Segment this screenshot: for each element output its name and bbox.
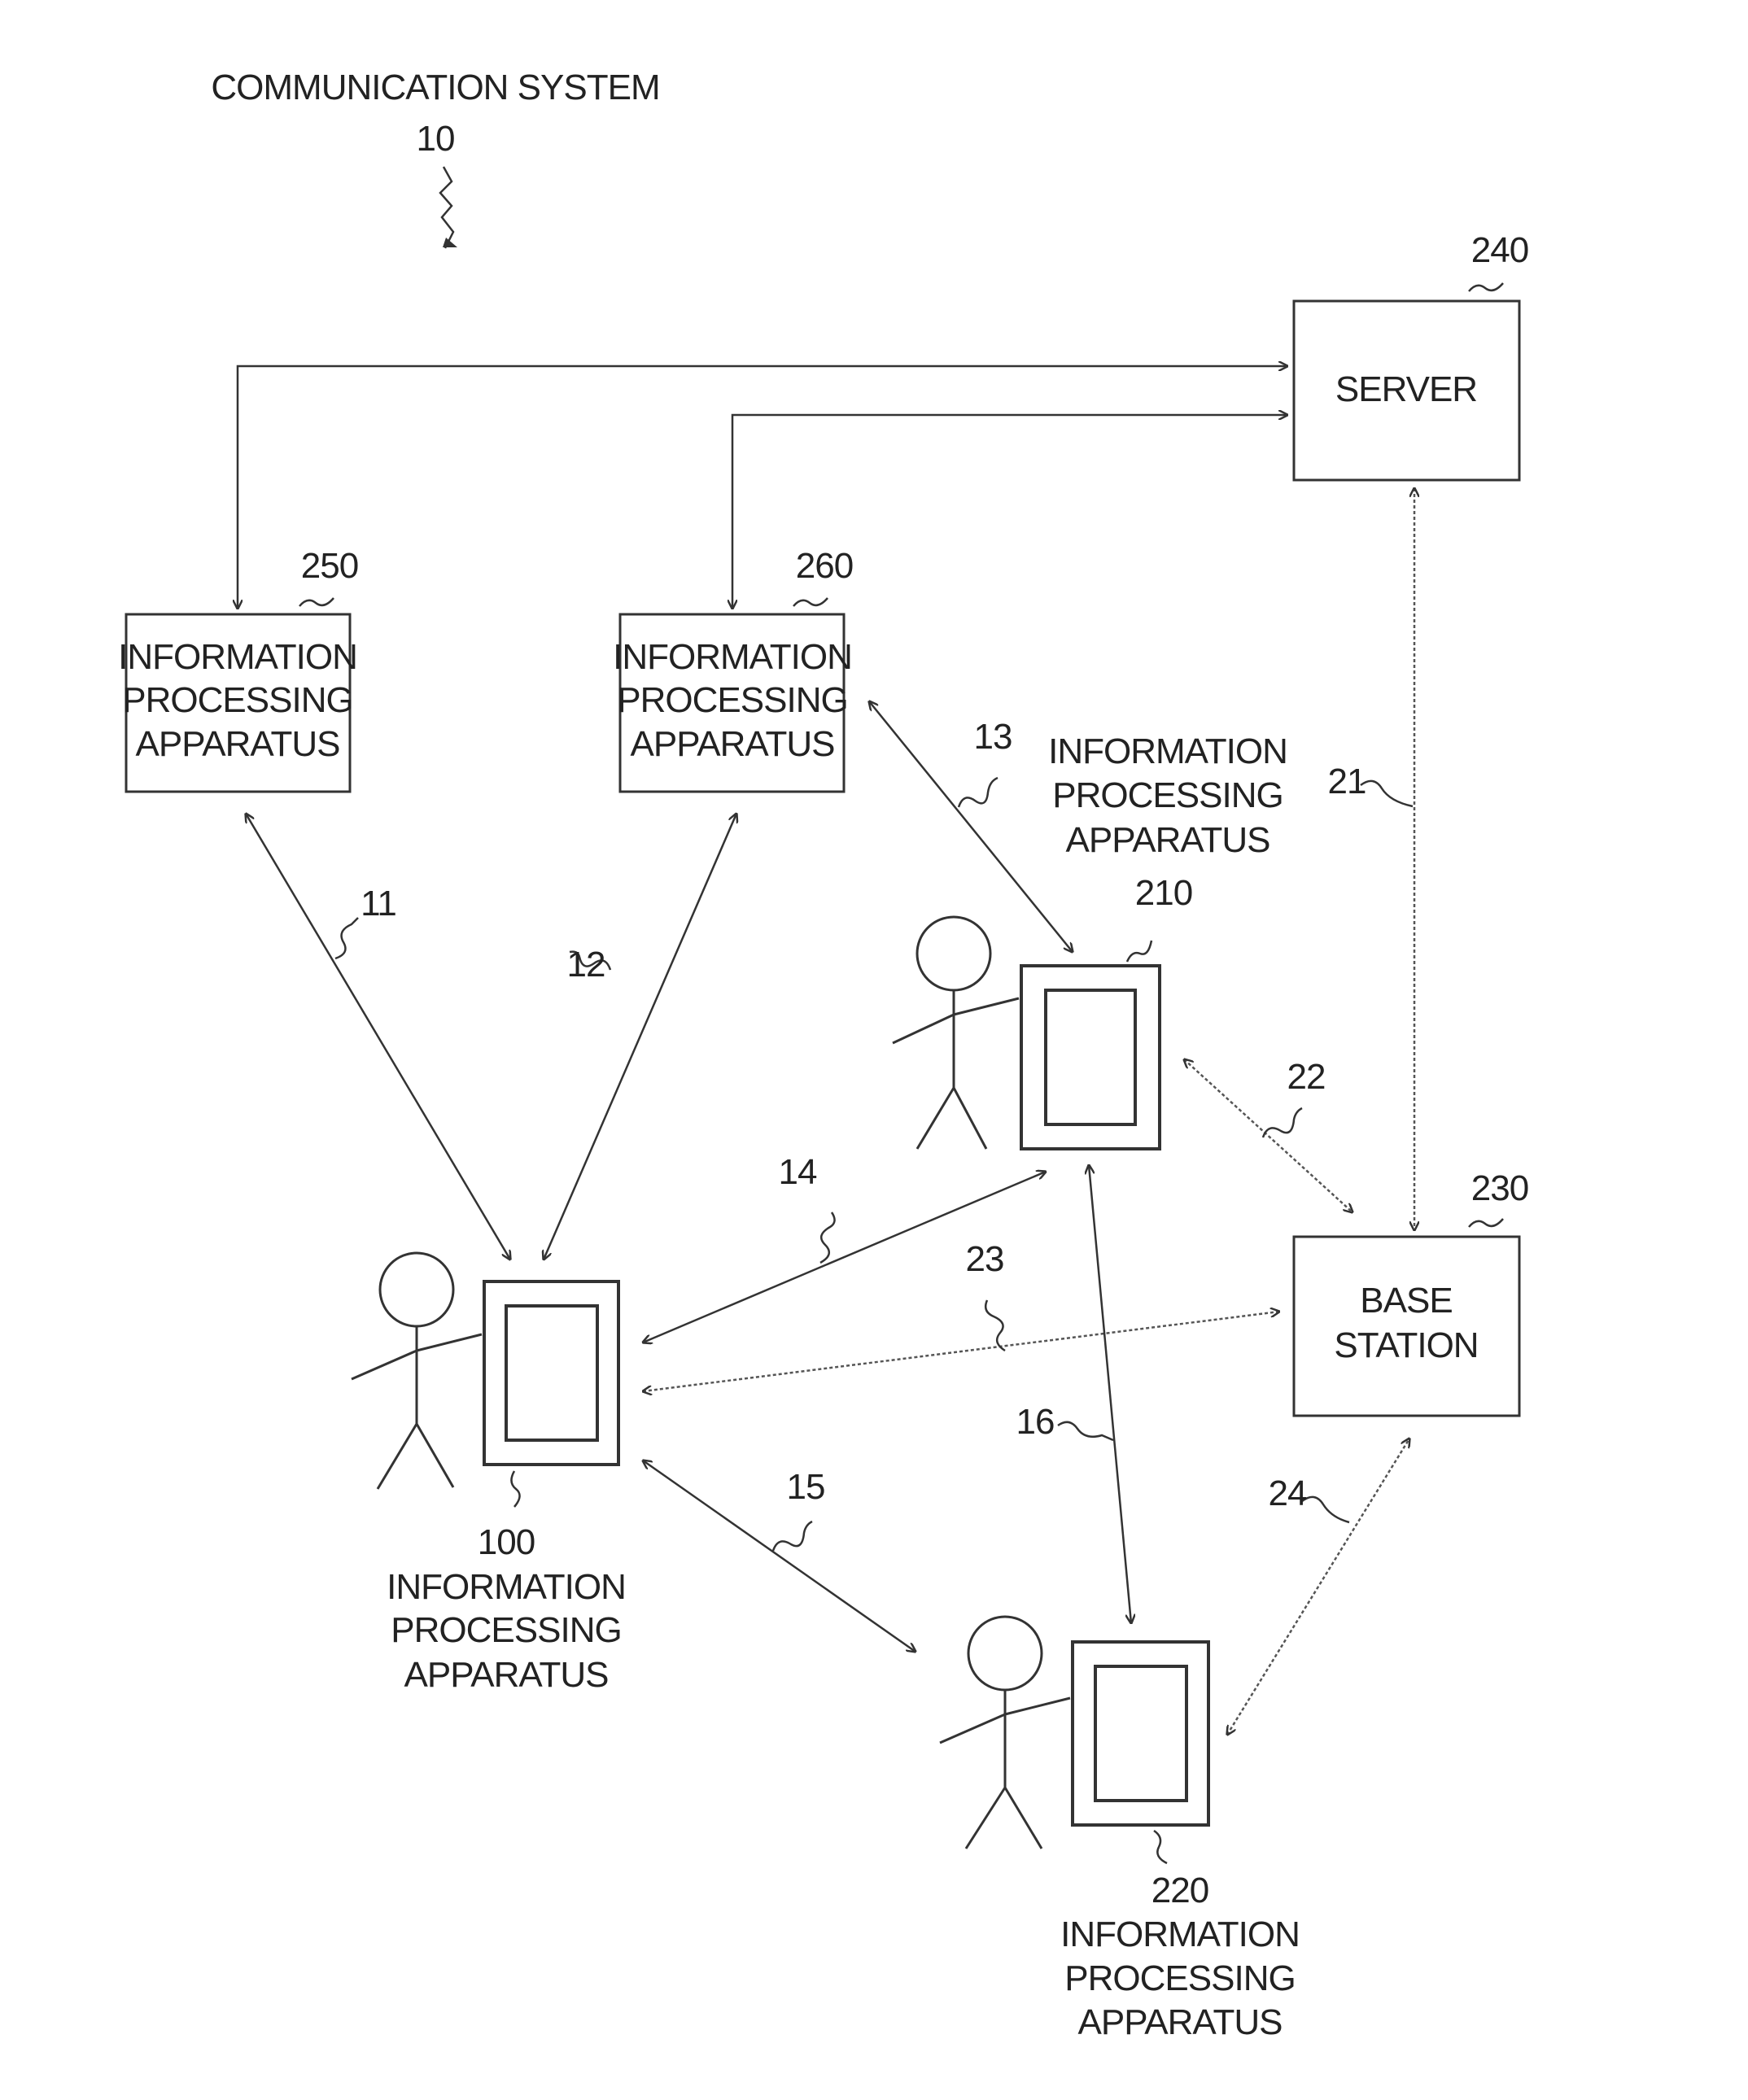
link-23-leader: [985, 1300, 1005, 1351]
link-12: [544, 814, 736, 1260]
apparatus-100-ref: 100: [478, 1522, 535, 1562]
base-station-ref: 230: [1471, 1168, 1528, 1208]
base-station-ref-leader: [1469, 1219, 1503, 1227]
system-ref-leader: [440, 167, 453, 248]
apparatus-100-line2: PROCESSING: [391, 1610, 621, 1650]
link-22-label: 22: [1287, 1057, 1326, 1097]
device-210-screen: [1046, 990, 1135, 1124]
link-15-label: 15: [787, 1467, 825, 1507]
apparatus-260-line3: APPARATUS: [631, 724, 835, 764]
link-24-label: 24: [1269, 1473, 1307, 1513]
apparatus-100-node: 100 INFORMATION PROCESSING APPARATUS: [352, 1253, 626, 1695]
link-13: [869, 701, 1073, 952]
apparatus-210-ref: 210: [1135, 873, 1192, 913]
base-station-label-line2: STATION: [1334, 1325, 1478, 1365]
server-label: SERVER: [1335, 369, 1477, 409]
apparatus-250-line2: PROCESSING: [122, 680, 352, 720]
link-12-label: 12: [567, 945, 605, 985]
apparatus-220-line1: INFORMATION: [1060, 1914, 1300, 1954]
apparatus-260-line1: INFORMATION: [613, 637, 852, 677]
apparatus-100-ref-leader: [511, 1471, 519, 1507]
apparatus-100-line1: INFORMATION: [387, 1567, 626, 1607]
link-16: [1089, 1165, 1131, 1623]
server-apparatus-250-link: [238, 366, 1287, 609]
link-11: [246, 814, 510, 1260]
server-ref: 240: [1471, 230, 1528, 270]
link-16-label: 16: [1016, 1402, 1055, 1442]
apparatus-250-ref-leader: [299, 598, 334, 606]
apparatus-210-ref-leader: [1127, 941, 1151, 962]
device-100-screen: [506, 1306, 597, 1440]
base-station-label-line1: BASE: [1360, 1281, 1452, 1321]
device-220-screen: [1095, 1666, 1186, 1801]
apparatus-260-ref: 260: [796, 546, 853, 586]
link-14-leader: [820, 1212, 835, 1263]
link-22-leader: [1263, 1108, 1302, 1137]
link-14-label: 14: [779, 1152, 817, 1192]
link-24: [1227, 1439, 1409, 1735]
server-node: SERVER 240: [1294, 230, 1528, 480]
link-21-leader: [1361, 781, 1413, 806]
system-title: COMMUNICATION SYSTEM: [211, 68, 659, 107]
link-13-label: 13: [974, 717, 1012, 757]
person-icon: [893, 917, 1019, 1149]
link-23-label: 23: [966, 1239, 1004, 1279]
apparatus-250-line1: INFORMATION: [118, 637, 357, 677]
apparatus-220-ref: 220: [1151, 1871, 1208, 1910]
apparatus-260-line2: PROCESSING: [617, 680, 847, 720]
link-15-leader: [773, 1522, 812, 1551]
apparatus-100-line3: APPARATUS: [404, 1655, 609, 1695]
link-21-label: 21: [1328, 762, 1366, 801]
person-icon: [940, 1617, 1070, 1849]
link-22: [1184, 1059, 1353, 1212]
link-24-leader: [1302, 1497, 1349, 1522]
server-ref-leader: [1469, 283, 1503, 291]
link-15: [643, 1460, 916, 1652]
apparatus-220-line3: APPARATUS: [1078, 2002, 1283, 2042]
apparatus-210-line3: APPARATUS: [1066, 820, 1270, 860]
link-16-leader: [1058, 1422, 1113, 1440]
apparatus-260-ref-leader: [793, 598, 828, 606]
person-icon: [352, 1253, 482, 1489]
apparatus-250-line3: APPARATUS: [136, 724, 340, 764]
apparatus-220-line2: PROCESSING: [1064, 1958, 1295, 1998]
apparatus-210-node: INFORMATION PROCESSING APPARATUS 210: [893, 731, 1287, 1149]
link-13-leader: [959, 778, 998, 807]
apparatus-250-ref: 250: [301, 546, 358, 586]
apparatus-220-node: 220 INFORMATION PROCESSING APPARATUS: [940, 1617, 1300, 2042]
apparatus-210-line1: INFORMATION: [1048, 731, 1287, 771]
link-23: [643, 1312, 1279, 1391]
apparatus-210-line2: PROCESSING: [1052, 775, 1283, 815]
link-11-label: 11: [361, 884, 396, 923]
apparatus-220-ref-leader: [1154, 1831, 1167, 1863]
system-ref: 10: [417, 119, 455, 159]
link-11-leader: [335, 918, 358, 958]
base-station-node: BASE STATION 230: [1294, 1168, 1528, 1416]
